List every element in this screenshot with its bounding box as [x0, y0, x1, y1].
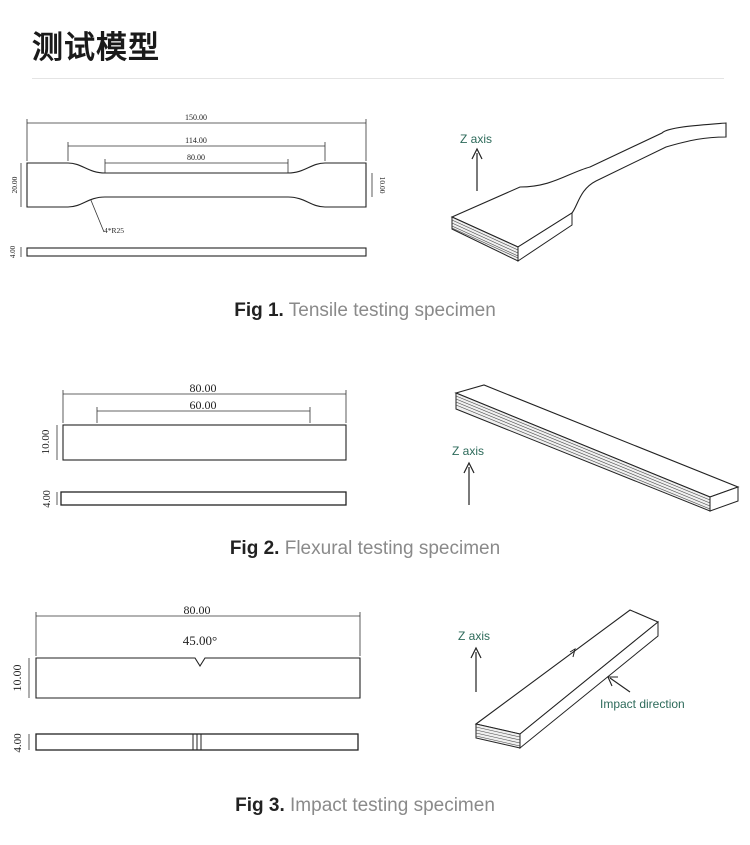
- dim-width-mid: 10.00: [378, 177, 387, 194]
- tensile-top-view: [26, 162, 367, 208]
- caption-fig2: Fig 2. Flexural testing specimen: [0, 538, 730, 560]
- caption-fig1-text: Tensile testing specimen: [288, 300, 496, 321]
- dim-width: 10.00: [40, 429, 52, 454]
- figure-impact: 80.00 45.00° 10.00 4.00 Z axis Impact: [0, 600, 750, 845]
- title-divider: [32, 78, 724, 79]
- z-axis-arrow-3: [470, 646, 482, 692]
- z-axis-arrow-2: [463, 461, 475, 505]
- dim-radius: 4*R25: [104, 226, 124, 235]
- dim-length: 80.00: [184, 603, 211, 617]
- caption-fig2-text: Flexural testing specimen: [284, 538, 501, 559]
- dim-gauge-outer: 114.00: [185, 136, 207, 145]
- dim-thickness: 4.00: [42, 490, 53, 508]
- caption-fig1-number: Fig 1.: [234, 300, 284, 321]
- flexural-side-view: [60, 491, 347, 506]
- impact-3d-view: [474, 609, 660, 750]
- z-axis-arrow-1: [471, 147, 483, 191]
- flexural-drawing: 80.00 60.00 10.00 4.00 Z axis: [40, 381, 740, 512]
- dim-width: 10.00: [10, 665, 24, 692]
- dim-width-end: 20.00: [10, 176, 19, 193]
- caption-fig2-number: Fig 2.: [229, 538, 280, 559]
- flexural-top-view: [62, 424, 347, 461]
- z-axis-label-3: Z axis: [458, 629, 490, 643]
- tensile-side-view: [26, 247, 367, 257]
- tensile-drawing: 150.00 114.00 80.00 20.00 10.00 4*R25 4.…: [9, 113, 727, 262]
- dim-overall: 150.00: [185, 113, 207, 122]
- impact-top-view: [35, 657, 361, 699]
- flexural-3d-view: [454, 384, 740, 512]
- figure-tensile: 150.00 114.00 80.00 20.00 10.00 4*R25 4.…: [0, 95, 750, 335]
- dim-span: 60.00: [190, 398, 217, 412]
- dim-length: 80.00: [190, 381, 217, 395]
- dim-gauge-inner: 80.00: [187, 153, 205, 162]
- caption-fig1: Fig 1. Tensile testing specimen: [0, 300, 730, 322]
- caption-fig3: Fig 3. Impact testing specimen: [0, 795, 730, 817]
- page-title: 测试模型: [32, 30, 160, 66]
- z-axis-label-2: Z axis: [452, 444, 484, 458]
- caption-fig3-text: Impact testing specimen: [290, 795, 495, 816]
- impact-drawing: 80.00 45.00° 10.00 4.00 Z axis Impact: [10, 603, 685, 753]
- impact-direction-label: Impact direction: [600, 697, 685, 711]
- dim-thickness: 4.00: [9, 245, 17, 258]
- tensile-3d-view: [450, 122, 727, 262]
- impact-direction-arrow: [607, 676, 631, 693]
- caption-fig3-number: Fig 3.: [235, 795, 285, 816]
- figure-flexural: 80.00 60.00 10.00 4.00 Z axis Fig 2. Fle…: [0, 375, 750, 575]
- z-axis-label-1: Z axis: [460, 132, 492, 146]
- dim-thickness: 4.00: [12, 733, 24, 753]
- dim-notch-angle: 45.00°: [183, 633, 217, 648]
